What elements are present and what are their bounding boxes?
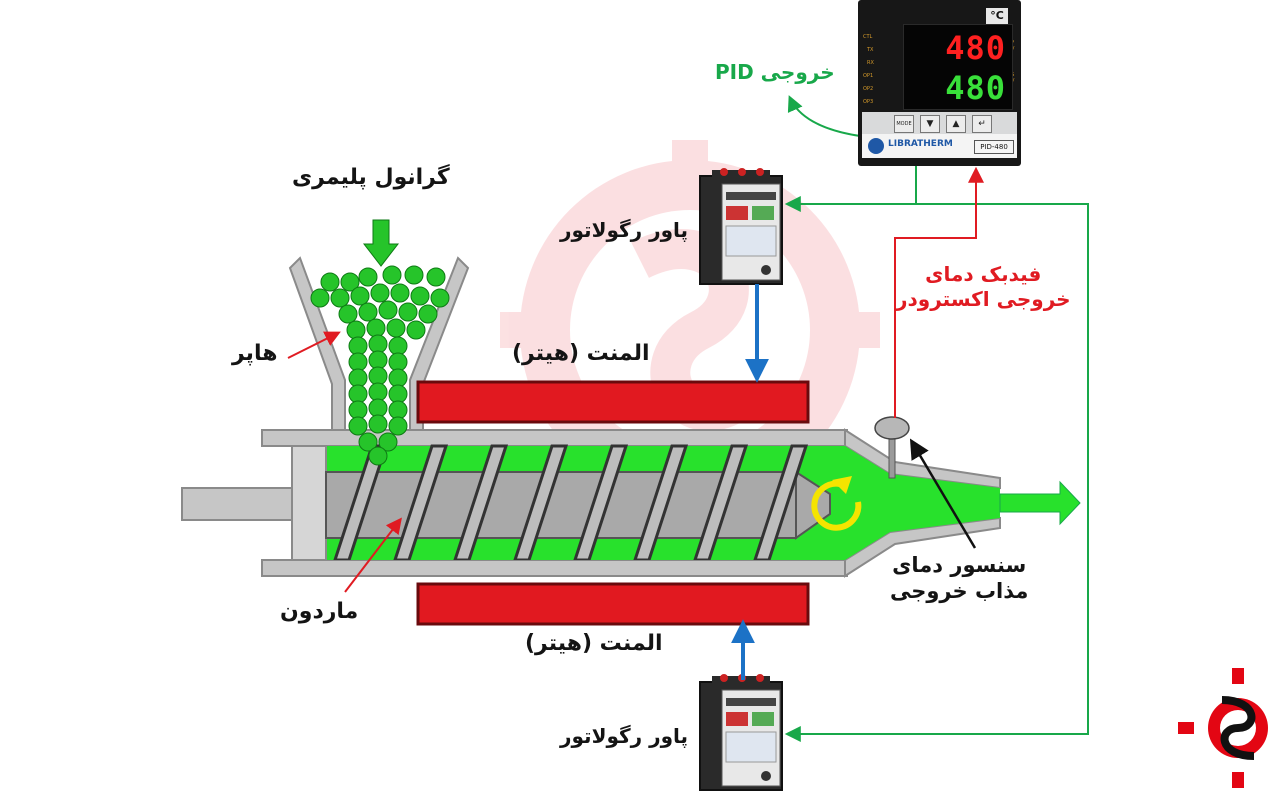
sensor-label-line2: مذاب خروجی <box>890 579 1029 604</box>
hopper-arrow <box>287 331 341 359</box>
sensor-arrow <box>909 438 977 549</box>
sensor-label: سنسور دمای مذاب خروجی <box>890 552 1028 605</box>
melt-output-arrow-icon <box>999 480 1081 526</box>
libratherm-logo-icon <box>868 138 884 154</box>
feedback-label-line1: فیدبک دمای <box>925 262 1042 286</box>
hopper-label: هاپر <box>232 341 278 366</box>
drive-shaft <box>181 445 327 561</box>
screw-label: ماردون <box>280 599 359 624</box>
screw-arrow <box>344 517 402 593</box>
up-key[interactable]: ▲ <box>946 115 966 133</box>
screw <box>325 444 831 560</box>
controller-display: 480 480 <box>903 24 1013 110</box>
temperature-sensor <box>874 416 910 479</box>
rotation-icon <box>811 476 862 531</box>
feedback-label-line2: خروجی اکسترودر <box>896 287 1071 311</box>
process-value: 480 <box>945 29 1006 67</box>
down-key[interactable]: ▼ <box>920 115 940 133</box>
tx-led-label: TX <box>867 47 874 53</box>
controller-model: PID-480 <box>974 140 1014 154</box>
heater-bottom-label: المنت (هیتر) <box>525 631 663 656</box>
regulator-top-label: پاور رگولاتور <box>560 218 689 242</box>
brand-logo-icon <box>1178 668 1268 788</box>
op2-led-label: OP2 <box>863 86 874 92</box>
feedback-label: فیدبک دمای خروجی اکسترودر <box>896 262 1071 312</box>
pid-controller: CTL TX RX OP1 OP2 OP3 P V S V °C 480 480… <box>858 0 1021 166</box>
mode-key[interactable]: MODE <box>894 115 914 133</box>
control-line-bottom <box>784 203 1089 742</box>
power-regulator-bottom <box>699 674 783 791</box>
granules-label: گرانول پلیمری <box>292 165 450 190</box>
pid-output-arrow <box>787 95 861 137</box>
unit-label: °C <box>986 8 1008 24</box>
heater-top-label: المنت (هیتر) <box>512 341 650 366</box>
rx-led-label: RX <box>867 60 874 66</box>
ctl-led-label: CTL <box>863 34 873 40</box>
set-value: 480 <box>945 69 1006 107</box>
controller-keypad: MODE ▼ ▲ ↵ <box>862 112 1017 134</box>
heater-top <box>416 380 810 424</box>
control-line-top <box>784 166 917 212</box>
controller-brand: LIBRATHERM <box>888 139 953 149</box>
pid-output-label: خروجی PID <box>715 60 835 84</box>
sensor-label-line1: سنسور دمای <box>892 553 1027 577</box>
enter-key[interactable]: ↵ <box>972 115 992 133</box>
heater-bottom <box>416 582 810 626</box>
feedback-line <box>894 166 984 418</box>
regulator-bottom-label: پاور رگولاتور <box>560 724 689 748</box>
controller-brand-bar: LIBRATHERM PID-480 <box>862 134 1017 158</box>
op1-led-label: OP1 <box>863 73 874 79</box>
op3-led-label: OP3 <box>863 99 874 105</box>
granules <box>310 265 450 466</box>
power-regulator-top <box>699 168 783 285</box>
down-arrow-icon <box>362 219 400 267</box>
